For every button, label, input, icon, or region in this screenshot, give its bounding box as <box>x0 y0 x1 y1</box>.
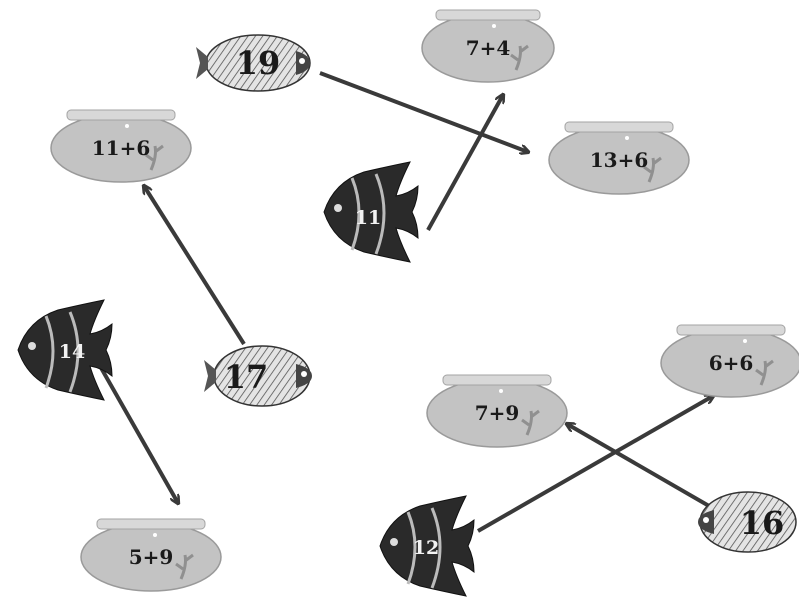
fish-number: 16 <box>740 504 785 542</box>
coral-icon <box>510 44 529 71</box>
fish-14[interactable]: 14 <box>17 299 113 401</box>
fish-eye-icon <box>301 371 307 377</box>
fish-stripe <box>350 173 386 255</box>
bowl-label: 6+6 <box>709 351 754 375</box>
bubble-icon <box>625 136 629 140</box>
coral-icon <box>521 409 540 436</box>
bubble-icon <box>499 389 503 393</box>
fishbowl-5+9[interactable]: 5+9 <box>80 518 222 592</box>
fishbowl-13+6[interactable]: 13+6 <box>548 121 690 195</box>
fish-number: 11 <box>355 207 381 229</box>
bubble-icon <box>743 339 747 343</box>
angelfish-icon <box>17 299 113 401</box>
bowl-label: 7+4 <box>466 36 511 60</box>
bowl-label: 13+6 <box>590 148 649 172</box>
arrow-19-to-13+6 <box>319 71 528 152</box>
bowl-label: 5+9 <box>129 545 174 569</box>
fish-tail-icon <box>204 360 216 392</box>
fish-eye-icon <box>28 342 36 350</box>
bowl-label: 11+6 <box>92 136 151 160</box>
fishbowl-6+6[interactable]: 6+6 <box>660 324 799 398</box>
fish-eye-icon <box>390 538 398 546</box>
fish-stripe <box>44 311 80 393</box>
arrow-12-to-6+6 <box>477 396 713 533</box>
fish-stripe <box>406 507 442 589</box>
fish-number: 19 <box>236 44 281 82</box>
angelfish-icon <box>379 495 475 597</box>
coral-icon <box>145 144 164 171</box>
arrow-14-to-5+9 <box>98 365 178 503</box>
fish-number: 17 <box>224 358 269 396</box>
fishbowl-11+6[interactable]: 11+6 <box>50 109 192 183</box>
fish-11[interactable]: 11 <box>323 161 419 263</box>
fish-tail-icon <box>196 47 208 79</box>
fish-eye-icon <box>703 517 709 523</box>
fishbowl-7+9[interactable]: 7+9 <box>426 374 568 448</box>
fishbowl-7+4[interactable]: 7+4 <box>421 9 555 83</box>
fish-number: 12 <box>413 537 439 559</box>
fish-number: 14 <box>59 341 85 363</box>
arrow-11-to-7+4 <box>426 95 503 231</box>
arrow-layer <box>98 71 717 533</box>
fish-12[interactable]: 12 <box>379 495 475 597</box>
arrow-17-to-11+6 <box>144 186 246 346</box>
bowl-label: 7+9 <box>475 401 520 425</box>
coral-icon <box>755 359 774 386</box>
fish-19[interactable]: 19 <box>196 34 311 92</box>
coral-icon <box>175 553 194 580</box>
bubble-icon <box>153 533 157 537</box>
fish-eye-icon <box>299 58 305 64</box>
coral-icon <box>643 156 662 183</box>
bubble-icon <box>492 24 496 28</box>
fish-17[interactable]: 17 <box>204 345 312 407</box>
fish-eye-icon <box>334 204 342 212</box>
angelfish-icon <box>323 161 419 263</box>
fish-16[interactable]: 16 <box>698 491 797 553</box>
bubble-icon <box>125 124 129 128</box>
arrow-16-to-7+9 <box>567 424 717 512</box>
